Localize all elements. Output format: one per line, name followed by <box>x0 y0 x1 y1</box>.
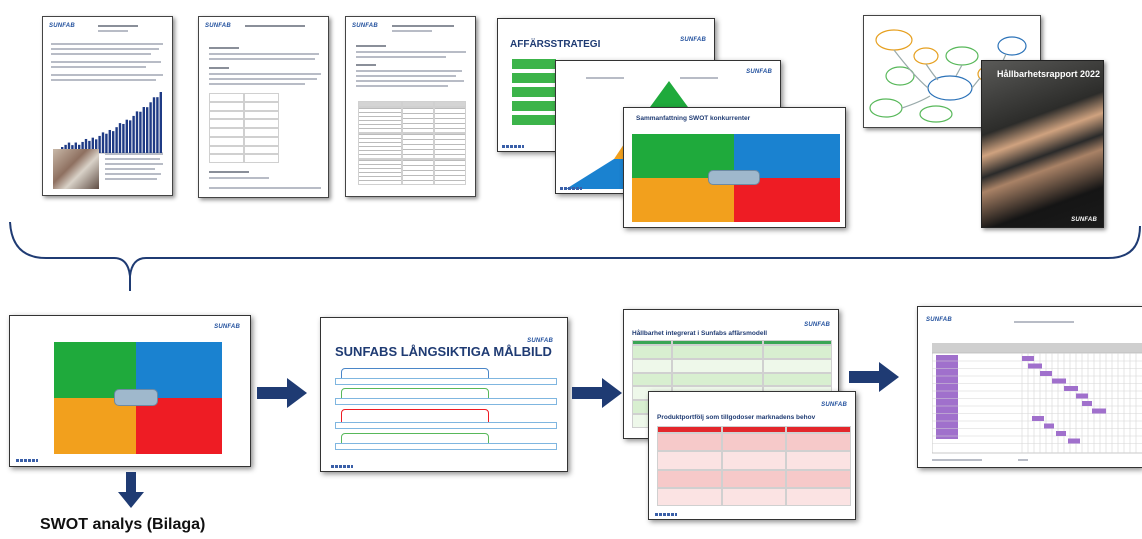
growth-bar-chart <box>59 92 163 154</box>
product-portfolio-slide-thumbnail: SUNFAB Produktportfölj som tillgodoser m… <box>648 391 856 520</box>
chart-bar <box>118 123 122 153</box>
chart-bar <box>156 97 159 153</box>
chart-bar <box>149 102 152 153</box>
threats-quadrant <box>136 398 222 454</box>
sunfab-logo: SUNFAB <box>352 23 378 29</box>
strategy-slide-title: AFFÄRSSTRATEGI <box>510 39 601 50</box>
chart-bar <box>88 140 91 153</box>
chart-bar <box>108 129 111 153</box>
sunfab-logo: SUNFAB <box>680 37 706 43</box>
chart-bar <box>84 138 88 153</box>
sunfab-logo: SUNFAB <box>926 317 952 323</box>
chart-bar <box>129 120 132 153</box>
business-model-table <box>632 340 832 428</box>
chart-bar <box>101 132 105 153</box>
chart-bar <box>81 141 84 153</box>
threats-quadrant <box>734 178 840 222</box>
chart-bar <box>115 127 118 153</box>
gantt-bar <box>1068 438 1080 444</box>
gantt-bar <box>1044 423 1054 429</box>
chart-bar <box>105 133 108 153</box>
gantt-bar <box>1092 408 1106 414</box>
right-arrow-icon <box>849 362 899 392</box>
workshop-photo <box>53 149 99 189</box>
chart-bar <box>74 142 77 153</box>
gantt-chart <box>932 343 1142 454</box>
sunfab-logo: SUNFAB <box>746 69 772 75</box>
text-document-thumbnail: SUNFAB <box>198 16 329 198</box>
chart-bar <box>78 144 81 153</box>
swot-center-box <box>708 170 760 185</box>
sunfab-logo: SUNFAB <box>804 322 830 328</box>
weaknesses-quadrant <box>136 342 222 398</box>
chart-bar <box>159 92 162 153</box>
gantt-bar <box>1064 386 1078 391</box>
grouping-brace <box>9 221 1141 291</box>
chart-bar <box>132 115 135 153</box>
right-arrow-icon <box>572 378 622 408</box>
report-cover-title: Hållbarhetsrapport 2022 <box>996 69 1100 79</box>
gantt-bar <box>1028 363 1042 369</box>
chart-bar <box>135 111 139 153</box>
sunfab-logo: SUNFAB <box>49 23 75 29</box>
swot-slide-thumbnail: SUNFAB <box>9 315 251 467</box>
document-table <box>209 93 279 163</box>
swot-competitor-slide-thumbnail: Sammanfattning SWOT konkurrenter <box>623 107 846 228</box>
sunfab-logo: SUNFAB <box>205 23 231 29</box>
chart-bar <box>95 139 98 153</box>
opportunities-quadrant <box>54 398 136 454</box>
table-document-thumbnail: SUNFAB <box>345 16 476 197</box>
chart-bar <box>64 144 67 153</box>
business-model-slide-title: Hållbarhet integrerat i Sunfabs affärsmo… <box>632 330 768 337</box>
sustainability-report-cover: Hållbarhetsrapport 2022 SUNFAB <box>981 60 1104 228</box>
report-document-thumbnail: SUNFAB <box>42 16 173 196</box>
opportunities-quadrant <box>632 178 734 222</box>
gantt-bar <box>1056 431 1066 436</box>
right-arrow-icon <box>257 378 307 408</box>
chart-bar <box>146 107 149 153</box>
chart-bar <box>112 131 115 153</box>
sunfab-logo: SUNFAB <box>527 338 553 344</box>
chart-bar <box>139 111 142 153</box>
chart-bar <box>98 135 101 153</box>
chart-bar <box>152 97 156 153</box>
gantt-bar <box>1032 416 1044 421</box>
goals-slide-thumbnail: SUNFAB SUNFABS LÅNGSIKTIGA MÅLBILD <box>320 317 568 472</box>
down-arrow-icon <box>118 472 144 508</box>
product-portfolio-table <box>657 426 851 506</box>
gantt-bar <box>1082 401 1092 406</box>
product-portfolio-slide-title: Produktportfölj som tillgodoser marknade… <box>657 414 816 421</box>
gantt-bar <box>1022 356 1034 361</box>
sunfab-logo: SUNFAB <box>1071 217 1097 223</box>
gantt-bar <box>1040 371 1052 376</box>
gantt-bar <box>1052 378 1066 384</box>
gantt-bar <box>1076 393 1088 399</box>
chart-bar <box>142 107 145 153</box>
chart-bar <box>91 137 94 153</box>
swot-caption: SWOT analys (Bilaga) <box>40 516 206 533</box>
gantt-slide-thumbnail: SUNFAB <box>917 306 1142 468</box>
sunfab-logo: SUNFAB <box>214 324 240 330</box>
goals-slide-title: SUNFABS LÅNGSIKTIGA MÅLBILD <box>335 344 552 359</box>
strengths-quadrant <box>54 342 136 398</box>
swot-center-box <box>114 389 158 406</box>
report-cover-photo <box>982 61 1103 227</box>
document-large-table <box>358 101 466 185</box>
sunfab-logo: SUNFAB <box>821 402 847 408</box>
mindmap-diagram <box>869 29 1027 123</box>
chart-bar <box>122 123 125 153</box>
swot-competitor-slide-title: Sammanfattning SWOT konkurrenter <box>636 115 751 122</box>
chart-bar <box>67 142 71 153</box>
chart-bar <box>125 119 128 153</box>
